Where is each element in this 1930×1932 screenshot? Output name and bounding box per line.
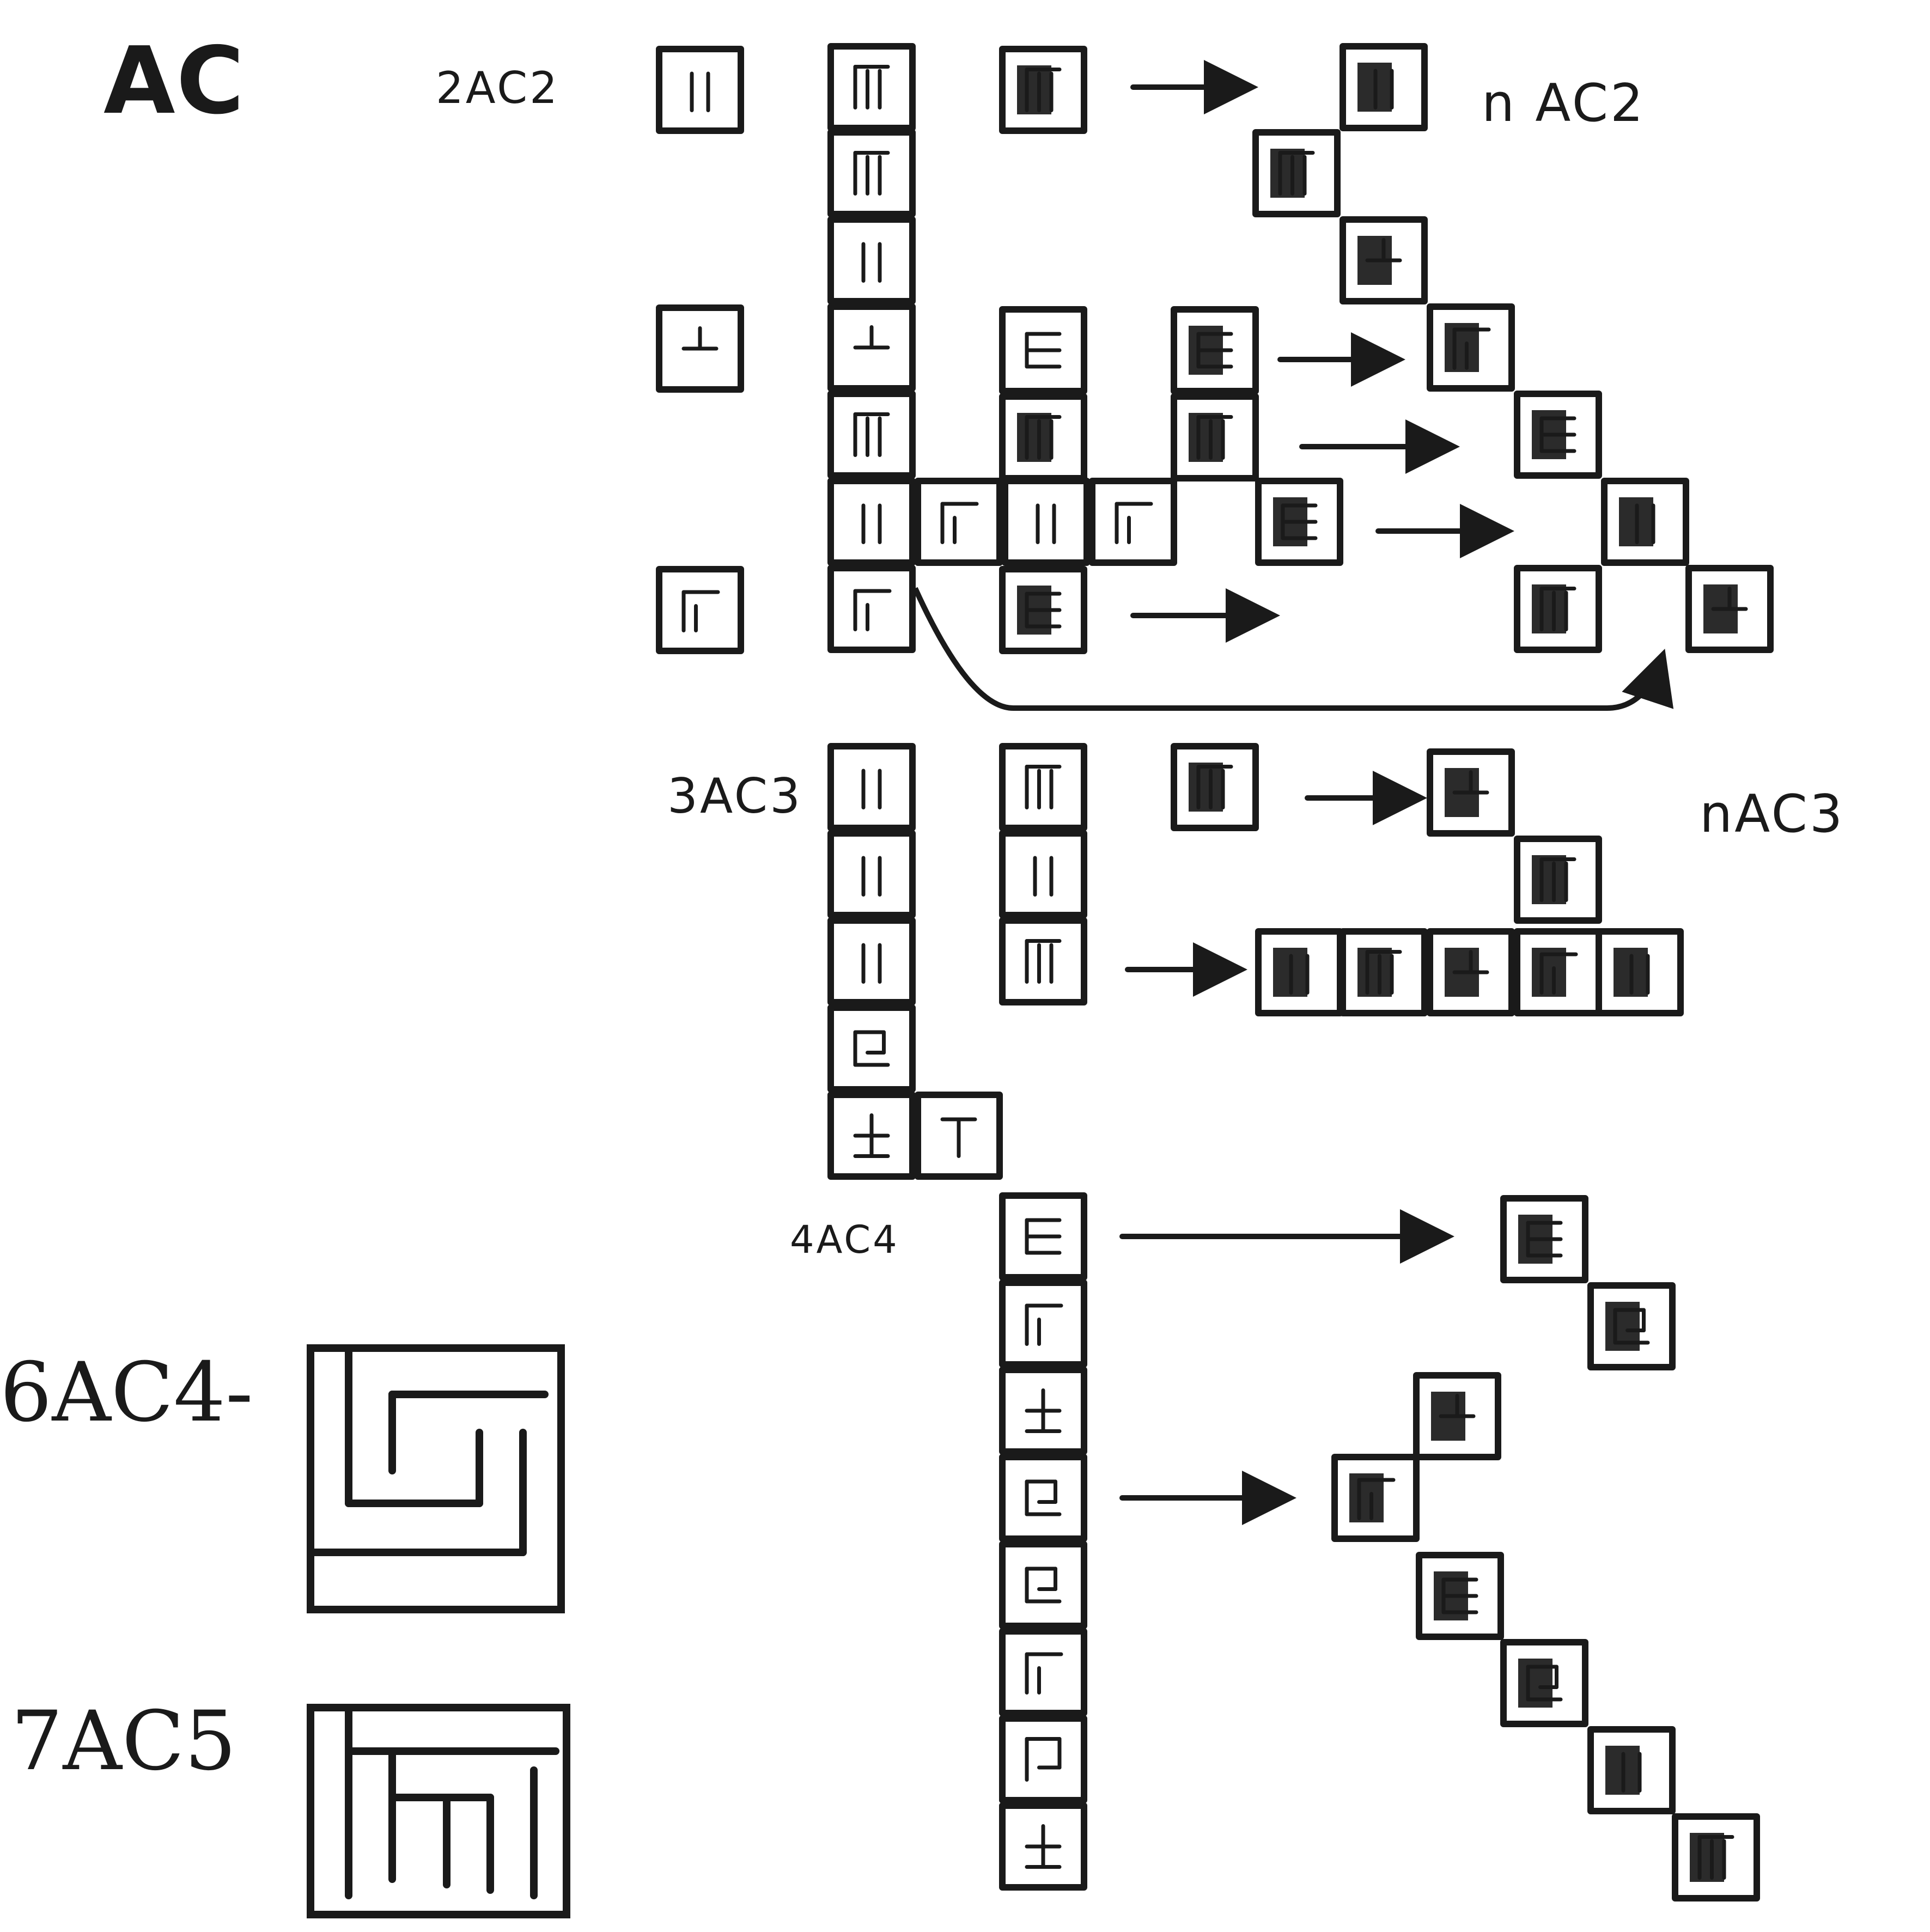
tile-nac3-row [1514,928,1602,1016]
tile-column-4ac4 [999,1802,1087,1891]
tile-nac3-row [1596,928,1684,1016]
tile-column-3ac3 [827,917,916,1005]
tile-4ac4-staircase [1672,1813,1760,1901]
tile-row-filled [1255,478,1343,566]
tile-column-4ac4 [999,1541,1087,1629]
title-label: AC [103,27,246,135]
tile-column-2ac2 [827,478,916,566]
tile-column-4ac4 [999,1715,1087,1803]
label-4ac4: 4AC4 [790,1217,899,1262]
tile-column-2ac2 [827,216,916,304]
label-6ac4: 6AC4- [0,1345,253,1440]
tile-column-2ac2 [827,391,916,479]
tile-row [915,478,1003,566]
tile-single-t [656,304,744,393]
motif-7ac5-frame [307,1704,570,1918]
tile-row-filled [1171,306,1259,394]
curved-connector-arrow [912,587,1674,711]
tile-column-4ac4 [999,1367,1087,1455]
tile-column-2ac2 [827,129,916,217]
large-motif-layer [307,1344,570,1918]
tile-2ac2-filled [999,46,1087,134]
tile-nac3-row [1427,928,1515,1016]
tile-mid-filled [999,393,1087,482]
tile-nac3-row [1340,928,1428,1016]
tile-nac3-row [1255,928,1343,1016]
tile-column-4ac4 [999,1279,1087,1368]
tile-row [1089,478,1177,566]
tile-column-4ac4 [999,1628,1087,1716]
tile-nac2-diagonal [1685,565,1774,653]
label-nac3: nAC3 [1700,784,1845,844]
tile-column-4ac4 [999,1454,1087,1542]
label-nac2: n AC2 [1482,74,1646,133]
tile-nac2-diagonal [1340,216,1428,304]
tile-nac2-diagonal [1340,43,1428,131]
tile-column-3ac3 [827,1004,916,1093]
label-3ac3: 3AC3 [667,768,803,824]
tile-4ac4-staircase [1587,1726,1676,1814]
label-7ac5: 7AC5 [11,1694,236,1789]
tile-layer [656,43,1774,1901]
tile-nac2-diagonal [1252,129,1341,217]
tile-3ac3-mid [999,917,1087,1005]
tile-4ac4-staircase [1413,1372,1501,1460]
tile-column-3ac3 [827,1092,916,1180]
tile-nac2-diagonal [1514,391,1602,479]
arrow-layer [912,60,1674,1525]
tile-4ac4-staircase [1331,1454,1420,1542]
tile-3ac3-branch [915,1092,1003,1180]
tile-column-3ac3 [827,830,916,918]
tile-mid [999,306,1087,394]
tile-column-2ac2 [827,303,916,392]
tile-column-4ac4 [999,1192,1087,1281]
tile-single-corner [656,566,744,654]
tile-4ac4-diagonal [1500,1195,1588,1283]
tile-nac3 [1427,748,1515,837]
tile-row-filled [1171,393,1259,482]
tile-3ac3-mid [999,743,1087,831]
tile-nac2-diagonal [1514,565,1602,653]
tile-column-3ac3 [827,743,916,831]
tile-nac2-diagonal [1601,478,1689,566]
tile-column-2ac2 [827,43,916,131]
tile-4ac4-staircase [1416,1552,1504,1640]
tile-column-2ac2 [827,565,916,653]
tile-4ac4-staircase [1500,1639,1588,1727]
tile-row [1002,478,1090,566]
tile-mid-filled [999,566,1087,654]
tile-3ac3-filled [1171,743,1259,831]
label-2ac2: 2AC2 [436,63,559,113]
tile-nac2-diagonal [1427,303,1515,392]
motif-6ac4-frame [307,1344,565,1613]
tile-4ac4-diagonal [1587,1282,1676,1370]
tile-nac3 [1514,836,1602,924]
tile-3ac3-mid [999,830,1087,918]
tile-2ac2-base [656,46,744,134]
